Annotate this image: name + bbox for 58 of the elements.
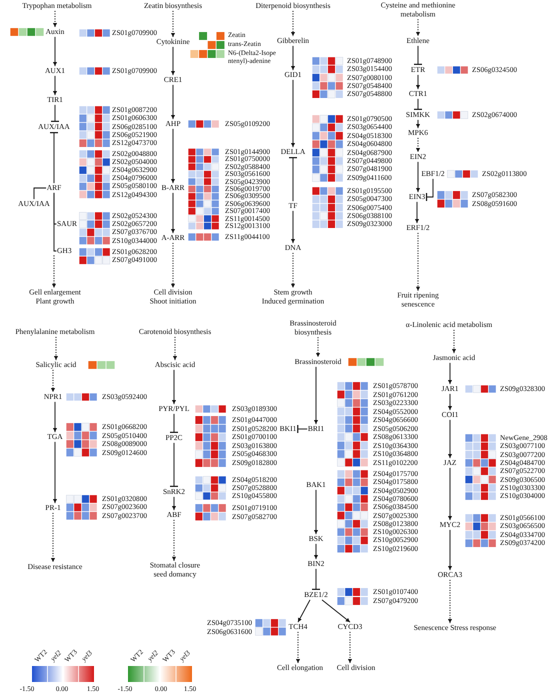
arrow <box>314 366 318 425</box>
arrow <box>170 192 176 234</box>
dotted-arrow <box>348 631 352 664</box>
arrow <box>52 441 58 504</box>
dotted-arrow <box>416 232 420 292</box>
dotted-arrow <box>416 137 420 153</box>
arrow <box>172 369 176 405</box>
inhibition-line <box>169 413 179 433</box>
dotted-arrow <box>170 10 176 38</box>
inhibition-line <box>413 98 423 110</box>
arrow <box>448 393 452 411</box>
arrow <box>170 84 176 120</box>
arrow <box>52 75 58 96</box>
dotted-arrow <box>172 519 176 562</box>
arrow <box>170 128 176 184</box>
connector-line <box>34 188 47 200</box>
arrow <box>448 419 452 459</box>
dotted-arrow <box>290 252 296 288</box>
dotted-arrow <box>452 329 456 354</box>
arrow <box>448 529 452 571</box>
dotted-arrow <box>290 10 296 37</box>
arrow <box>172 496 176 511</box>
dotted-arrow <box>50 512 56 563</box>
arrow <box>298 599 310 623</box>
dotted-arrow <box>170 242 176 288</box>
arrow <box>52 401 58 433</box>
arrow <box>170 46 176 76</box>
dotted-arrow <box>54 336 58 361</box>
inhibition-line <box>50 104 60 122</box>
dotted-arrow <box>172 336 178 361</box>
dotted-arrow <box>416 18 420 37</box>
inhibition-line <box>311 568 321 590</box>
arrow <box>290 45 296 71</box>
arrow <box>314 489 318 535</box>
inhibition-line <box>426 178 434 202</box>
arrow <box>416 74 420 90</box>
dotted-arrow <box>50 369 56 393</box>
arrow <box>322 599 350 623</box>
inhibition-line <box>49 132 59 184</box>
arrow <box>290 210 296 244</box>
arrow <box>448 362 452 385</box>
dotted-arrow <box>52 254 56 288</box>
arrow <box>290 79 296 148</box>
arrow <box>314 543 318 560</box>
inhibition-line <box>169 442 179 487</box>
arrow <box>416 161 420 193</box>
inhibition-line <box>413 45 423 65</box>
arrow <box>448 467 452 521</box>
inhibition-line <box>288 157 298 202</box>
arrow <box>416 119 420 129</box>
dotted-arrow <box>52 10 58 28</box>
dotted-arrow <box>296 631 300 664</box>
dotted-arrow <box>448 579 452 624</box>
dotted-arrow <box>316 336 320 358</box>
arrow <box>414 201 420 224</box>
inhibition-line <box>297 424 308 434</box>
connector-line <box>54 192 57 252</box>
arrow <box>52 36 58 67</box>
